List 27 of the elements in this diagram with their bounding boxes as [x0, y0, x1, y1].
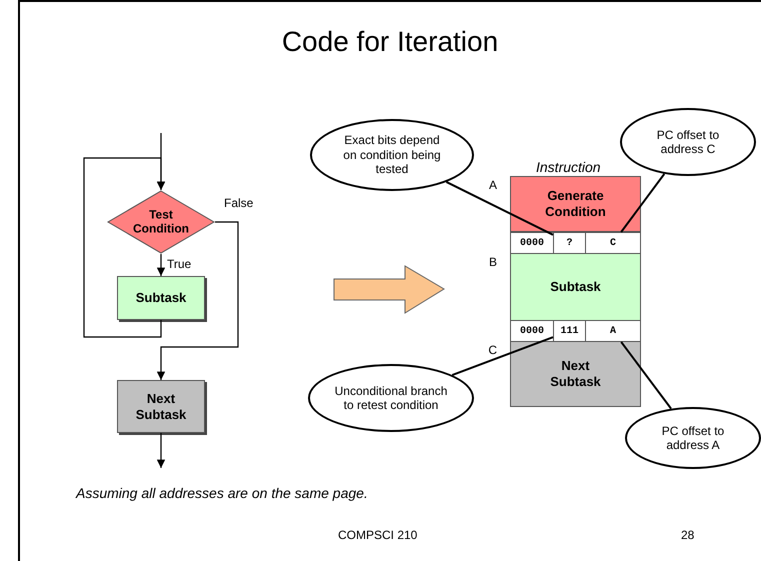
slide-title: Code for Iteration [280, 26, 500, 58]
leader-line [620, 341, 672, 410]
process-box: Next Subtask [117, 380, 205, 433]
process-box: Subtask [117, 276, 205, 320]
leader-line [620, 173, 666, 233]
arrow [156, 433, 166, 468]
footer-text: COMPSCI 210 [338, 528, 418, 542]
address-label: B [488, 255, 497, 270]
bit-field: C [585, 232, 641, 254]
leader-line [446, 181, 554, 236]
decision-text: Test Condition [133, 208, 189, 236]
arrow [156, 221, 239, 380]
bit-field: 0000 [510, 232, 554, 254]
address-label: A [488, 178, 497, 192]
arrow [156, 254, 166, 276]
column-heading: Instruction [536, 159, 601, 175]
callout-bubble: Unconditional branch to retest condition [308, 364, 474, 432]
address-label: C [488, 343, 497, 358]
callout-bubble: Exact bits depend on condition being tested [310, 119, 474, 191]
edge-label: False [223, 196, 254, 210]
callout-bubble: PC offset to address C [620, 108, 756, 176]
edge-label: True [166, 257, 192, 271]
footnote: Assuming all addresses are on the same page. [76, 485, 368, 501]
arrow [83, 157, 166, 338]
leader-line [452, 336, 554, 376]
page-number: 28 [681, 528, 694, 542]
callout-bubble: PC offset to address A [625, 407, 761, 469]
